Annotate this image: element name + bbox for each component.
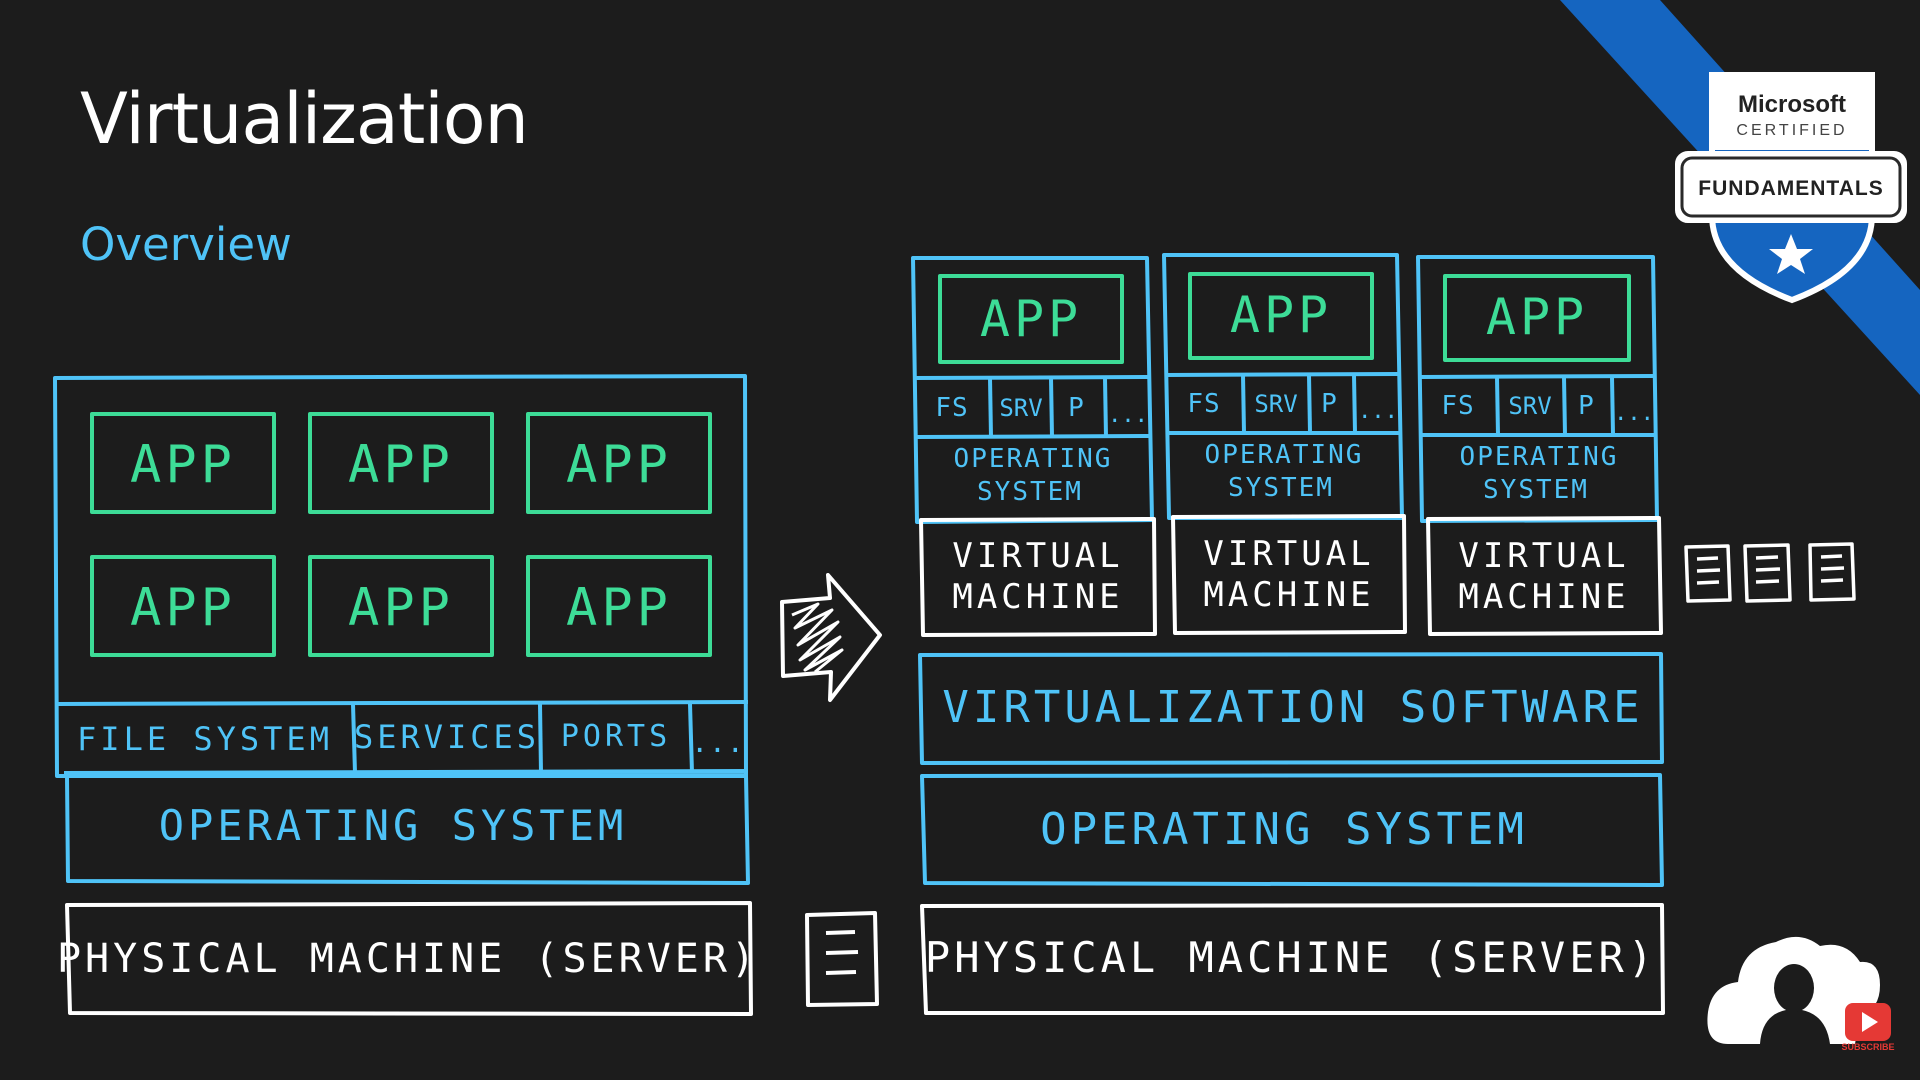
left-app-label: APP: [130, 578, 236, 638]
right-os-label: OPERATING SYSTEM: [1040, 804, 1528, 855]
right-os-box: [920, 773, 1664, 887]
left-app-label: APP: [348, 578, 454, 638]
subscribe-button[interactable]: SUBSCRIBE: [1841, 1003, 1895, 1052]
vm-srv-label: SRV: [1508, 392, 1551, 420]
document-icon: [1743, 543, 1792, 603]
vm-more-label: ...: [1614, 401, 1654, 426]
vm-p-label: P: [1321, 389, 1341, 419]
services-label: SERVICES: [354, 718, 540, 756]
vm-os-label: OPERATING: [1460, 442, 1619, 472]
left-app-box: [526, 555, 712, 657]
right-arrow-icon: [780, 573, 882, 702]
badge-brand: Microsoft: [1738, 91, 1846, 118]
vm-machine-label: VIRTUAL: [952, 536, 1123, 576]
left-app-box: [308, 555, 494, 657]
vm-machine-label: VIRTUAL: [1458, 536, 1629, 576]
vm-srv-label: SRV: [999, 394, 1042, 422]
vm-app-label: APP: [1230, 286, 1332, 344]
vm-fs-label: FS: [935, 393, 968, 423]
vm-app-box: [1443, 274, 1631, 362]
left-os-label: OPERATING SYSTEM: [159, 801, 628, 850]
left-app-label: APP: [566, 435, 672, 495]
subscribe-label: SUBSCRIBE: [1841, 1042, 1894, 1052]
vm-fs-label: FS: [1441, 391, 1474, 421]
star-icon: [1769, 234, 1813, 274]
avatar-cloud-icon[interactable]: [1707, 936, 1880, 1044]
vm-os-label: OPERATING: [1205, 440, 1364, 470]
ports-label: PORTS: [561, 719, 671, 754]
vm-fs-label: FS: [1187, 389, 1220, 419]
vm-p-label: P: [1068, 393, 1088, 423]
vm-app-label: APP: [980, 290, 1082, 348]
vm-machine-label: MACHINE: [952, 577, 1123, 617]
slide-title: Virtualization: [80, 78, 529, 160]
badge-level: FUNDAMENTALS: [1698, 177, 1883, 200]
document-icon: [805, 911, 879, 1007]
vm-machine-label: VIRTUAL: [1203, 534, 1374, 574]
document-icon: [1684, 544, 1732, 603]
vm-machine-box: [1171, 514, 1407, 635]
vm-machine-box: [919, 517, 1157, 637]
vm-os-label: SYSTEM: [1228, 473, 1334, 503]
right-physical-machine-label: PHYSICAL MACHINE (SERVER): [925, 933, 1657, 982]
vm-app-box: [1188, 272, 1374, 360]
left-app-box: [90, 555, 276, 657]
left-stack: [53, 374, 753, 1016]
vm-machine-label: MACHINE: [1458, 577, 1629, 617]
virtualization-software-label: VIRTUALIZATION SOFTWARE: [942, 682, 1643, 733]
vm-app-label: APP: [1486, 288, 1588, 346]
left-app-box: [90, 412, 276, 514]
vm-os-label: SYSTEM: [977, 477, 1083, 507]
left-os-box: [65, 774, 750, 885]
right-stack: [911, 253, 1665, 1015]
vm-os-label: SYSTEM: [1483, 475, 1589, 505]
document-icon: [1808, 542, 1856, 602]
right-physical-machine-box: [920, 903, 1665, 1015]
vm-app-box: [938, 274, 1124, 364]
vm-more-label: ...: [1358, 399, 1398, 424]
left-app-label: APP: [348, 435, 454, 495]
left-components-divider: [56, 700, 749, 706]
virtualization-software-box: [918, 652, 1664, 765]
play-icon: [1862, 1012, 1878, 1032]
vm-machine-box: [1426, 516, 1663, 636]
more-components-label: ...: [691, 726, 745, 759]
slide-subtitle: Overview: [80, 218, 292, 271]
certification-badge: Microsoft CERTIFIED FUNDAMENTALS: [1560, 0, 1920, 395]
vm-srv-label: SRV: [1254, 390, 1297, 418]
vm-os-label: OPERATING: [954, 444, 1113, 474]
left-app-box: [526, 412, 712, 514]
left-app-label: APP: [566, 578, 672, 638]
left-app-label: APP: [130, 435, 236, 495]
vm-machine-label: MACHINE: [1203, 575, 1374, 615]
left-physical-machine-box: [65, 901, 753, 1016]
vm-more-label: ...: [1108, 403, 1148, 428]
badge-certified: CERTIFIED: [1736, 122, 1847, 139]
vm-p-label: P: [1578, 391, 1598, 421]
file-system-label: FILE SYSTEM: [77, 720, 333, 758]
left-app-box: [308, 412, 494, 514]
left-physical-machine-label: PHYSICAL MACHINE (SERVER): [57, 936, 759, 982]
